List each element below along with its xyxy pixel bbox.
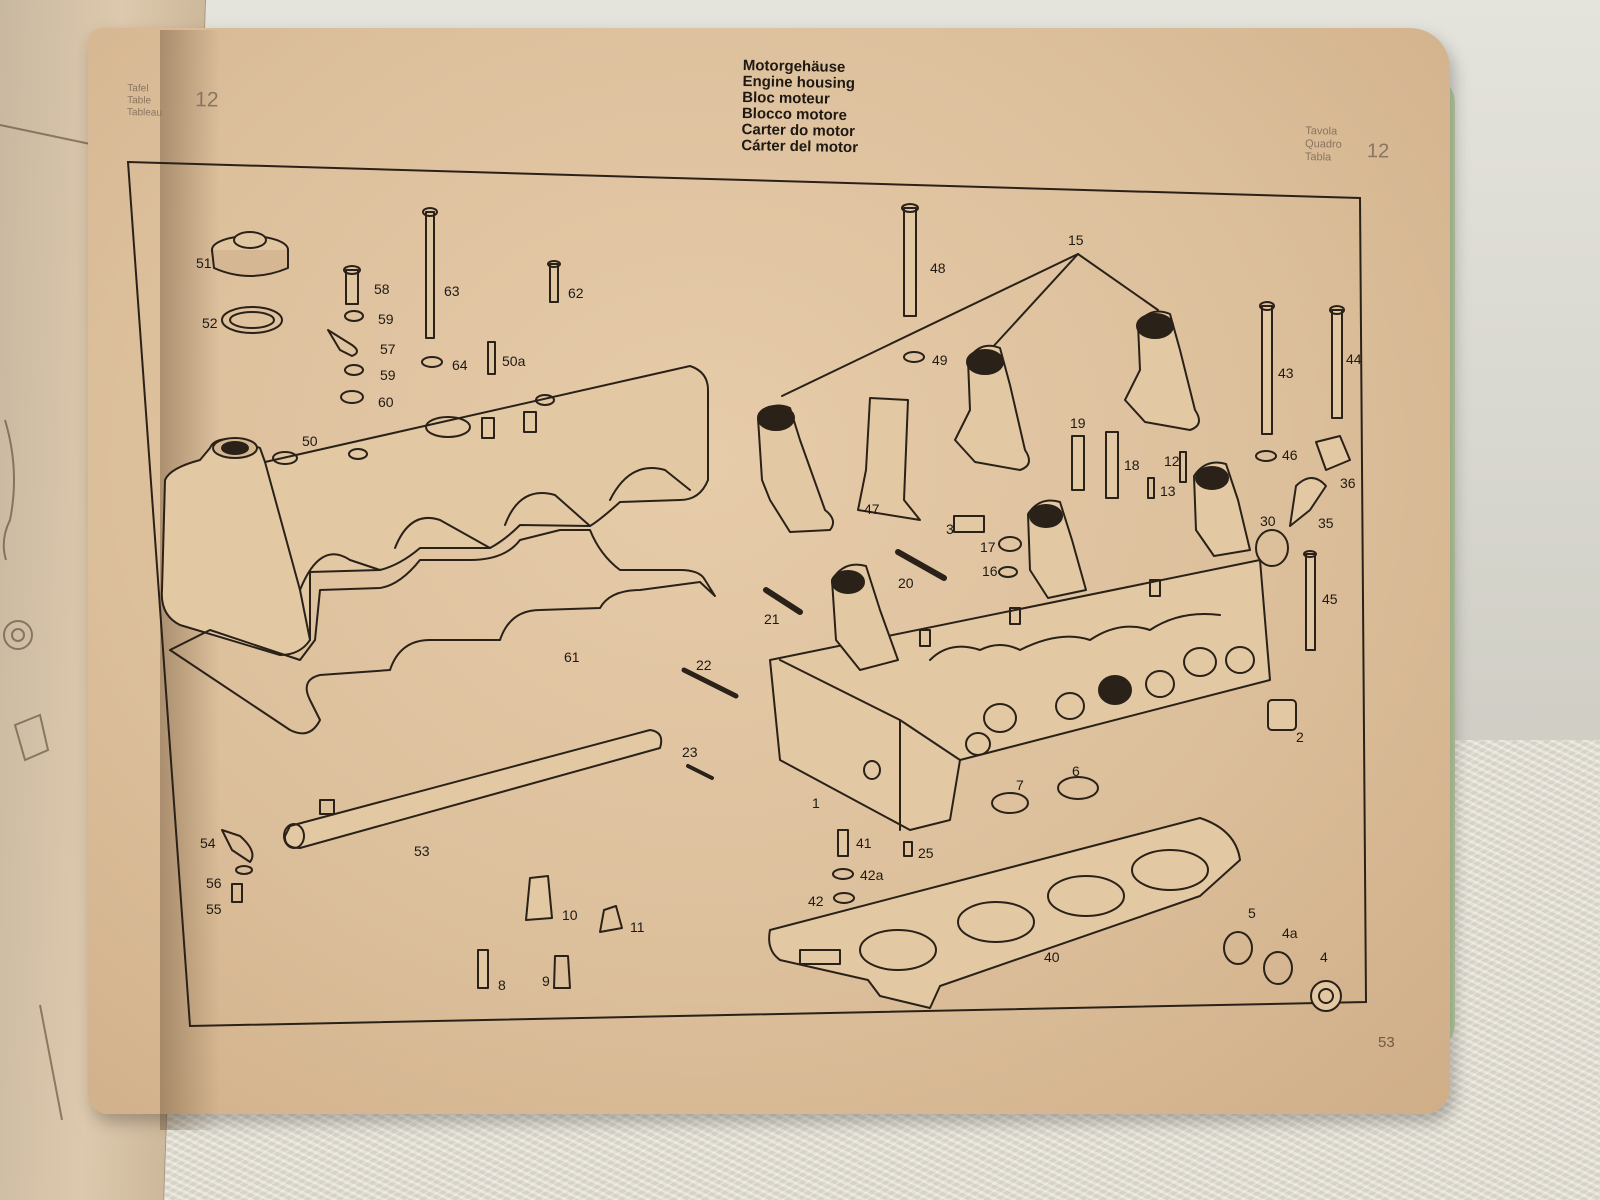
part-label: 40 [1044,949,1060,965]
oil-filler-cap-drawing [211,231,289,334]
part-label: 61 [564,649,580,665]
part-label: 30 [1260,513,1276,529]
part-label: 4 [1320,949,1328,965]
head-gasket-drawing [768,817,1241,1009]
part-label: 35 [1318,515,1334,531]
part-label: 44 [1346,351,1362,367]
part-label: 12 [1164,453,1180,469]
ring-6-drawing [1057,776,1099,800]
cylinder-head-drawing [769,461,1271,831]
part-label: 9 [542,973,550,989]
part-label: 59 [380,367,396,383]
part-label: 42 [808,893,824,909]
part-label: 50a [502,353,526,369]
small-parts-mid-right-drawing [681,431,1351,780]
long-bolts-drawing [901,203,1345,651]
rocker-cover-drawing [160,365,709,656]
part-label: 15 [1068,232,1084,248]
part-label: 10 [562,907,578,923]
part-label: 50 [302,433,318,449]
part-label: 54 [200,835,216,851]
part-label: 21 [764,611,780,627]
part-label: 19 [1070,415,1086,431]
part-label: 25 [918,845,934,861]
part-labels: 51 52 58 59 57 59 60 63 64 50a 62 48 49 … [196,232,1362,993]
rocker-cover-fasteners-drawing [327,207,561,404]
part-label: 53 [414,843,430,859]
part-label: 51 [196,255,212,271]
ring-7-drawing [991,792,1029,814]
part-label: 17 [980,539,996,555]
part-label: 8 [498,977,506,993]
part-label: 60 [378,394,394,410]
part-label: 64 [452,357,468,373]
page-number: 53 [1378,1034,1395,1051]
part-label: 20 [898,575,914,591]
part-15-leader-lines [781,253,1159,397]
part-label: 2 [1296,729,1304,745]
part-label: 41 [856,835,872,851]
part-label: 47 [864,501,880,517]
part-label: 42a [860,867,884,883]
part-label: 13 [1160,483,1176,499]
part-label: 43 [1278,365,1294,381]
part-label: 52 [202,315,218,331]
part-label: 5 [1248,905,1256,921]
part-label: 3 [946,521,954,537]
oil-pipe-drawing [283,729,663,849]
part-label: 62 [568,285,584,301]
part-label: 59 [378,311,394,327]
part-label: 58 [374,281,390,297]
rocker-supports-drawing [757,310,1200,533]
part-label: 49 [932,352,948,368]
diagram-frame [126,160,1368,1028]
part-label: 22 [696,657,712,673]
part-label: 55 [206,901,222,917]
part-label: 7 [1016,777,1024,793]
part-label: 57 [380,341,396,357]
plug-4-drawing [1310,980,1342,1012]
part-label: 4a [1282,925,1298,941]
ring-4a-drawing [1263,951,1293,985]
small-parts-bottom-left-drawing [221,829,623,989]
part-label: 48 [930,260,946,276]
part-label: 45 [1322,591,1338,607]
part-label: 1 [812,795,820,811]
part-label: 11 [630,919,645,935]
rocker-cover-gasket-drawing [169,529,716,735]
part-label: 36 [1340,475,1356,491]
part-label: 23 [682,744,698,760]
part-label: 6 [1072,763,1080,779]
part-label: 63 [444,283,460,299]
ring-5-drawing [1223,931,1253,965]
part-label: 46 [1282,447,1298,463]
small-parts-lower-middle-drawing [832,829,913,904]
part-label: 56 [206,875,222,891]
part-label: 16 [982,563,998,579]
part-label: 18 [1124,457,1140,473]
